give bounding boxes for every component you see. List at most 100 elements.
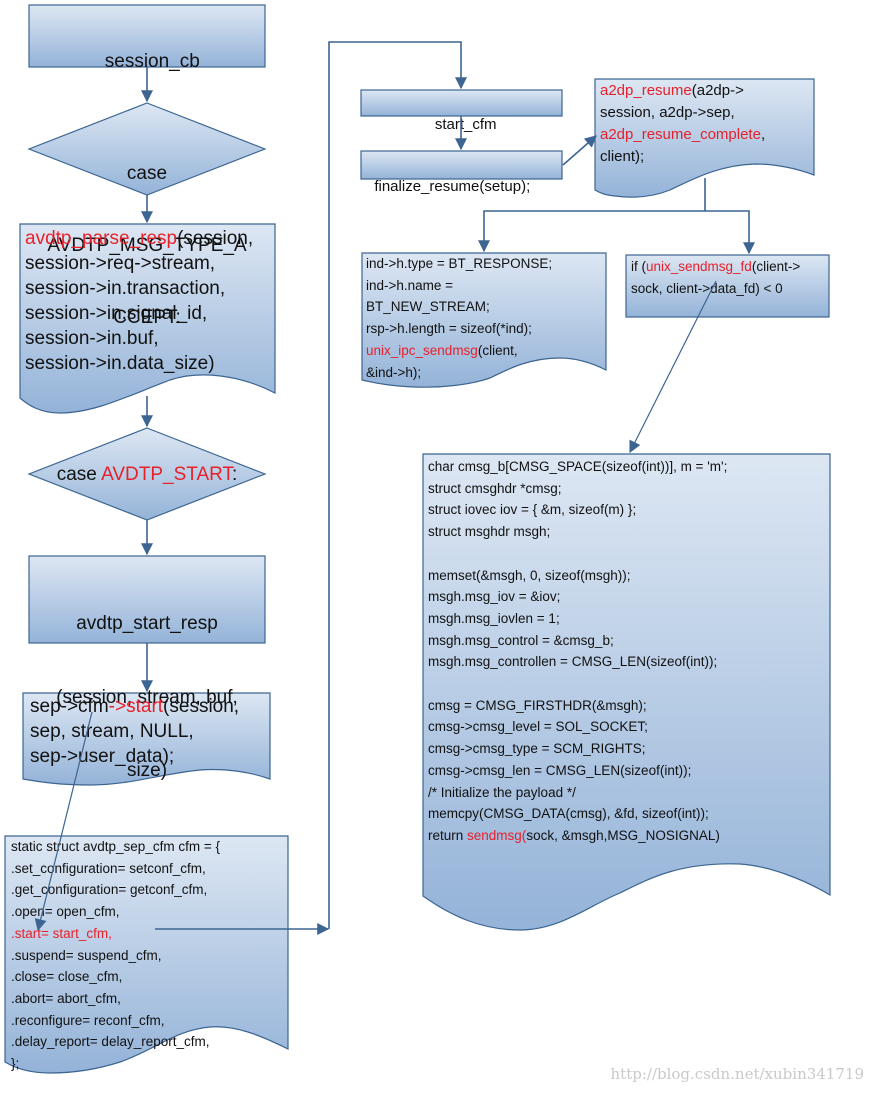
highlighted-code-segment: ->start bbox=[108, 696, 164, 717]
code-segment: rsp->h.length = sizeof(*ind); bbox=[366, 321, 532, 337]
highlighted-code-segment: avdtp_parse_resp bbox=[25, 228, 178, 249]
code-line: sep->user_data); bbox=[30, 744, 239, 769]
code-segment: .get_configuration= getconf_cfm, bbox=[11, 882, 208, 898]
code-segment: .open= open_cfm, bbox=[11, 904, 120, 920]
code-line: return sendmsg(sock, &msgh,MSG_NOSIGNAL) bbox=[428, 825, 727, 847]
highlighted-code-segment: unix_ipc_sendmsg bbox=[366, 342, 478, 358]
code-segment: sep->user_data); bbox=[30, 746, 175, 767]
highlighted-code-segment: unix_sendmsg_fd bbox=[646, 259, 752, 274]
code-line: .reconfigure= reconf_cfm, bbox=[11, 1010, 220, 1032]
node-parse-resp: avdtp_parse_resp(session,session->req->s… bbox=[25, 226, 253, 376]
case-accept-line: AVDTP_MSG_TYPE_A bbox=[47, 235, 247, 256]
code-segment: msgh.msg_iov = &iov; bbox=[428, 589, 561, 605]
code-segment: cmsg->cmsg_type = SCM_RIGHTS; bbox=[428, 741, 646, 757]
highlighted-code-segment: sendmsg( bbox=[467, 827, 527, 843]
code-line: msgh.msg_iov = &iov; bbox=[428, 586, 727, 608]
case-accept-line: case bbox=[126, 163, 168, 184]
code-segment: struct cmsghdr *cmsg; bbox=[428, 480, 562, 496]
code-segment: ind->h.type = BT_RESPONSE; bbox=[366, 256, 553, 271]
highlighted-code-segment: AVDTP_START bbox=[101, 464, 232, 485]
code-line: .set_configuration= setconf_cfm, bbox=[11, 858, 220, 880]
code-line: memset(&msgh, 0, sizeof(msgh)); bbox=[428, 565, 727, 587]
code-line: cmsg->cmsg_level = SOL_SOCKET; bbox=[428, 716, 727, 738]
parse-resp-shape bbox=[19, 223, 276, 414]
code-line: msgh.msg_controllen = CMSG_LEN(sizeof(in… bbox=[428, 651, 727, 673]
node-finalize-resume: finalize_resume(setup); bbox=[366, 154, 530, 198]
code-segment: (session, bbox=[177, 228, 254, 249]
highlighted-code-segment: a2dp_resume_complete bbox=[600, 126, 761, 143]
highlighted-code-segment: .start= start_cfm, bbox=[11, 925, 112, 941]
node-cfm-start-call: sep->cfm->start(session,sep, stream, NUL… bbox=[30, 694, 239, 769]
code-line: struct iovec iov = { &m, sizeof(m) }; bbox=[428, 499, 727, 521]
code-line: memcpy(CMSG_DATA(cmsg), &fd, sizeof(int)… bbox=[428, 803, 727, 825]
case-accept-line: CCEPT: bbox=[113, 307, 181, 328]
code-segment: : bbox=[232, 464, 238, 485]
code-line: client); bbox=[600, 146, 765, 168]
code-line: session->in.buf, bbox=[25, 326, 253, 351]
start-resp-line: size) bbox=[126, 760, 168, 781]
code-segment: memset(&msgh, 0, sizeof(msgh)); bbox=[428, 567, 631, 583]
code-segment: session->in.transaction, bbox=[25, 278, 226, 299]
code-line: if (unix_sendmsg_fd(client-> bbox=[631, 256, 800, 278]
code-line: session->in.transaction, bbox=[25, 276, 253, 301]
code-line: msgh.msg_control = &cmsg_b; bbox=[428, 630, 727, 652]
code-line: .get_configuration= getconf_cfm, bbox=[11, 879, 220, 901]
code-line: sock, client->data_fd) < 0 bbox=[631, 278, 800, 300]
code-line: .abort= abort_cfm, bbox=[11, 988, 220, 1010]
watermark: http://blog.csdn.net/xubin341719 bbox=[610, 1065, 864, 1083]
code-segment: session->in.signal_id, bbox=[25, 303, 208, 324]
code-line: .delay_report= delay_report_cfm, bbox=[11, 1031, 220, 1053]
highlighted-code-segment: a2dp_resume bbox=[600, 82, 692, 99]
code-segment: sep, stream, NULL, bbox=[30, 721, 194, 742]
code-line: /* Initialize the payload */ bbox=[428, 782, 727, 804]
code-segment: struct msghdr msgh; bbox=[428, 524, 551, 540]
code-line: session->req->stream, bbox=[25, 251, 253, 276]
code-line bbox=[428, 543, 727, 565]
node-ind-setup: ind->h.type = BT_RESPONSE; ind->h.name = B… bbox=[366, 253, 552, 383]
node-session-cb: session_cb bbox=[29, 24, 265, 74]
code-segment: (session, bbox=[163, 696, 240, 717]
code-line: &ind->h); bbox=[366, 362, 552, 384]
code-line: avdtp_parse_resp(session, bbox=[25, 226, 253, 251]
code-segment: if ( bbox=[631, 259, 646, 274]
node-sendmsg-code: char cmsg_b[CMSG_SPACE(sizeof(int))], m … bbox=[428, 456, 727, 847]
code-line: static struct avdtp_sep_cfm cfm = { bbox=[11, 836, 220, 858]
session-cb-shape bbox=[28, 4, 266, 68]
code-segment: session->in.buf, bbox=[25, 328, 159, 349]
code-segment: .suspend= suspend_cfm, bbox=[11, 947, 162, 963]
code-segment: (client, bbox=[477, 342, 518, 358]
code-line: a2dp_resume(a2dp-> bbox=[600, 80, 765, 102]
code-segment: sep->cfm bbox=[30, 696, 109, 717]
code-segment: case bbox=[56, 464, 102, 485]
start-cfm-label: start_cfm bbox=[434, 116, 497, 133]
code-line: }; bbox=[11, 1053, 220, 1075]
code-line: msgh.msg_iovlen = 1; bbox=[428, 608, 727, 630]
code-line: session, a2dp->sep, bbox=[600, 102, 765, 124]
code-line: ind->h.name = bbox=[366, 275, 552, 297]
code-line: .open= open_cfm, bbox=[11, 901, 220, 923]
code-line: struct cmsghdr *cmsg; bbox=[428, 478, 727, 500]
node-start-resp: avdtp_start_resp (session, stream, buf, … bbox=[29, 563, 265, 808]
start-resp-shape bbox=[28, 555, 266, 644]
node-start-cfm: start_cfm bbox=[361, 92, 562, 136]
code-segment: session, a2dp->sep, bbox=[600, 104, 735, 121]
code-segment: sock, &msgh,MSG_NOSIGNAL) bbox=[526, 827, 720, 843]
code-segment: struct iovec iov = { &m, sizeof(m) }; bbox=[428, 502, 637, 518]
code-line: BT_NEW_STREAM; bbox=[366, 296, 552, 318]
code-segment: (client-> bbox=[751, 259, 801, 274]
code-segment: msgh.msg_controllen = CMSG_LEN(sizeof(in… bbox=[428, 654, 718, 670]
sendmsg-code-shape bbox=[422, 453, 831, 931]
code-line: a2dp_resume_complete, bbox=[600, 124, 765, 146]
code-segment: sock, client->data_fd) < 0 bbox=[631, 281, 783, 296]
code-segment: cmsg->cmsg_level = SOL_SOCKET; bbox=[428, 719, 648, 735]
code-line: sep->cfm->start(session, bbox=[30, 694, 239, 719]
code-segment: .delay_report= delay_report_cfm, bbox=[11, 1034, 210, 1050]
start-resp-line: (session, stream, buf, bbox=[56, 686, 238, 708]
code-segment: /* Initialize the payload */ bbox=[428, 784, 576, 800]
code-segment: ind->h.name = bbox=[366, 277, 454, 293]
node-cfm-struct: static struct avdtp_sep_cfm cfm = { .set_… bbox=[11, 836, 220, 1075]
code-segment: .set_configuration= setconf_cfm, bbox=[11, 860, 206, 876]
finalize-resume-label: finalize_resume(setup); bbox=[374, 178, 531, 195]
code-segment: .abort= abort_cfm, bbox=[11, 990, 121, 1006]
code-line: cmsg->cmsg_len = CMSG_LEN(sizeof(int)); bbox=[428, 760, 727, 782]
